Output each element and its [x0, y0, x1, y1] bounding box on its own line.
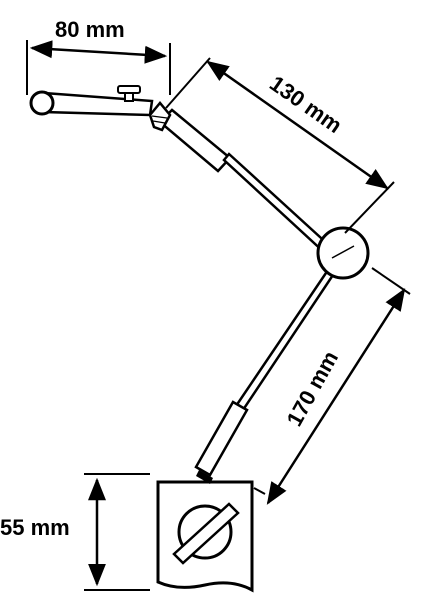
- center-joint: [316, 226, 370, 280]
- label-170mm: 170 mm: [282, 347, 344, 431]
- label-80mm: 80 mm: [55, 17, 125, 42]
- magnet-switch-lever: [172, 502, 240, 565]
- label-130mm: 130 mm: [265, 71, 346, 138]
- thumb-screw: [117, 85, 141, 102]
- magnetic-base: [156, 480, 254, 593]
- dimension-170mm: 170 mm: [253, 267, 411, 505]
- indicator-clamp: [29, 85, 172, 132]
- label-55mm: 55 mm: [0, 515, 70, 540]
- dimension-55mm: 55 mm: [0, 473, 150, 591]
- dimension-80mm: 80 mm: [26, 17, 171, 95]
